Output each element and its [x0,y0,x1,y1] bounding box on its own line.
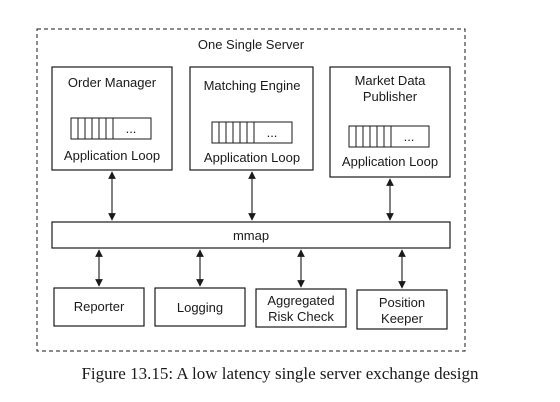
queue-slots [77,118,114,139]
application-loop-label: Application Loop [204,150,300,165]
component-name: Matching Engine [204,78,301,93]
queue-slots [355,126,392,147]
application-loop-label: Application Loop [342,154,438,169]
consumer-label: Reporter [74,299,125,314]
component-order-manager: Order Manager ... Application Loop [51,66,173,171]
message-queue [70,117,152,140]
component-name: Market Data [355,73,427,88]
queue-ellipsis: ... [267,125,278,140]
consumer-logging: Logging [154,287,246,327]
consumer-label: Risk Check [268,309,334,324]
consumer-reporter: Reporter [53,287,145,327]
consumer-label: Position [379,295,425,310]
application-loop-label: Application Loop [64,148,160,163]
component-market-data-publisher: Market Data Publisher ... Application Lo… [329,66,451,178]
mmap-label: mmap [233,228,269,243]
queue-ellipsis: ... [126,121,137,136]
figure-caption: Figure 13.15: A low latency single serve… [81,364,479,383]
component-matching-engine: Matching Engine ... Application Loop [189,66,314,171]
consumer-label: Aggregated [267,293,334,308]
consumer-aggregated-risk-check: Aggregated Risk Check [255,288,347,328]
message-queue [348,125,430,148]
component-name: Order Manager [68,75,157,90]
server-boundary [36,28,466,352]
consumer-label: Logging [177,300,223,315]
message-queue [211,121,293,144]
queue-ellipsis: ... [404,129,415,144]
diagram-canvas: One Single Server Order Manager ... Appl… [36,28,466,352]
server-title: One Single Server [198,37,305,52]
component-name: Publisher [363,89,418,104]
consumer-position-keeper: Position Keeper [356,289,448,330]
queue-slots [218,122,255,143]
mmap-bar [51,221,451,249]
consumer-label: Keeper [381,311,424,326]
